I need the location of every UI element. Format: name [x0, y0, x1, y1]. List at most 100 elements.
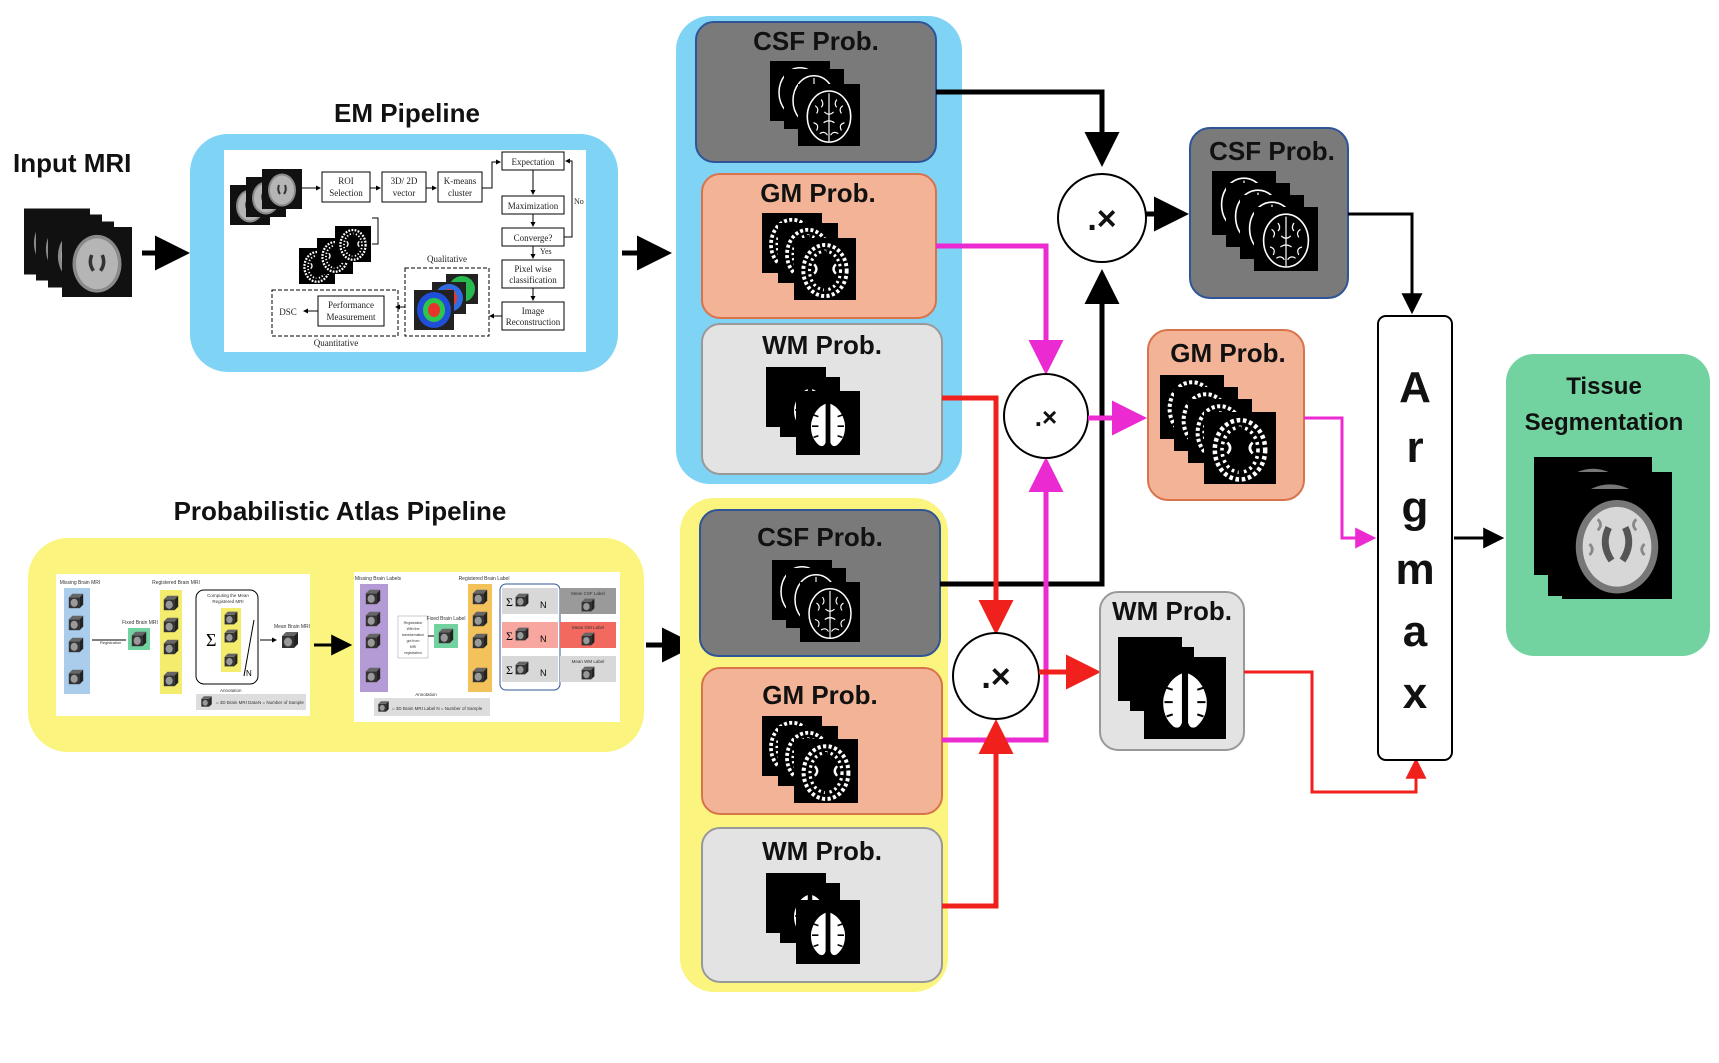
svg-text:N: N	[540, 600, 547, 610]
atlas-right-annotation-label: Annotation	[415, 692, 437, 697]
arrow-result-csf-to-argmax	[1348, 212, 1423, 315]
arrow-em-wm-to-mult	[942, 395, 1014, 635]
atlas-reg-line2: With the	[407, 627, 420, 631]
atlas-reg-line4: got from	[407, 639, 420, 643]
em-kmeans-label-1: K-means	[444, 176, 477, 186]
atlas-pipeline-title: Probabilistic Atlas Pipeline	[174, 496, 507, 526]
output-title-line1: Tissue	[1566, 373, 1642, 400]
atlas-annotation-label: Annotation	[220, 688, 242, 693]
atlas-legend2: N = Number of Sample	[258, 700, 304, 705]
atlas-reg-line1: Registration	[404, 621, 423, 625]
gm-multiply-symbol: .×	[1035, 402, 1057, 432]
em-qualitative-label: Qualitative	[427, 254, 467, 264]
em-vector-label-2: vector	[393, 188, 416, 198]
em-gm-prob-box: GM Prob.	[701, 173, 937, 319]
em-pixel-label-1: Pixel wise	[514, 264, 551, 274]
em-maximization-label: Maximization	[508, 201, 559, 211]
svg-text:Σ: Σ	[506, 595, 513, 609]
atlas-wm-prob-label: WM Prob.	[762, 836, 882, 866]
result-gm-prob-box: GM Prob.	[1147, 329, 1305, 501]
argmax-letter-m: m	[1395, 545, 1434, 594]
output-title-line2: Segmentation	[1525, 409, 1684, 436]
atlas-registered-label-label: Registered Brain Label	[459, 576, 510, 582]
arrow-result-wm-to-argmax	[1244, 670, 1427, 794]
atlas-reg-line6: registration	[404, 651, 421, 655]
arrow-result-gm-to-argmax	[1304, 416, 1377, 549]
em-pixel-label-2: classification	[509, 275, 557, 285]
em-flowchart: ROI Selection 3D/ 2D vector K-means clus…	[224, 150, 586, 352]
arrow-atlas-gm-to-mult	[942, 457, 1064, 743]
em-dsc-label: DSC	[279, 307, 297, 317]
em-converge-label: Converge?	[514, 233, 553, 243]
atlas-mri-subfigure: Missing Brain MRI Registration Fixed Bra…	[56, 574, 310, 716]
atlas-mean-csf-label: Mean CSF Label	[571, 591, 605, 596]
gm-multiply-node: .×	[1003, 373, 1089, 459]
arrow-atlas-wm-to-mult	[942, 719, 1014, 909]
em-wm-prob-box: WM Prob.	[701, 323, 943, 475]
arrow-em-gm-to-mult	[936, 243, 1064, 375]
atlas-mean-wm-label: Mean WM Label	[572, 659, 605, 664]
arrow-em-csf-to-mult	[936, 89, 1120, 167]
result-wm-prob-box: WM Prob.	[1099, 591, 1245, 751]
atlas-registration-label: Registration	[100, 640, 121, 645]
em-yes-label: Yes	[540, 247, 552, 256]
atlas-fixed-label-label: Fixed Brain Label	[427, 616, 466, 622]
atlas-registered-mri-label: Registered Brain MRI	[152, 580, 200, 586]
em-no-label: No	[574, 197, 584, 206]
em-quantitative-label: Quantitative	[314, 338, 359, 348]
atlas-missing-labels-label: Missing Brain Labels	[355, 576, 402, 582]
atlas-reg-line5: MRI	[410, 645, 416, 649]
atlas-computing-label-2: Registered MRI	[212, 599, 243, 604]
em-performance-label-2: Measurement	[327, 312, 376, 322]
wm-multiply-symbol: .×	[981, 658, 1010, 696]
svg-text:N: N	[540, 668, 547, 678]
atlas-sum-symbol: Σ	[206, 630, 216, 650]
input-mri-stack	[24, 209, 132, 298]
argmax-letter-r: r	[1406, 423, 1423, 472]
em-kmeans-label-2: cluster	[448, 188, 472, 198]
result-csf-prob-label: CSF Prob.	[1209, 136, 1335, 166]
svg-text:Σ: Σ	[506, 629, 513, 643]
result-gm-prob-label: GM Prob.	[1170, 338, 1286, 368]
csf-multiply-symbol: .×	[1087, 200, 1116, 238]
atlas-reg-line3: transformation	[402, 633, 424, 637]
em-csf-prob-label: CSF Prob.	[753, 26, 879, 56]
result-csf-prob-box: CSF Prob.	[1189, 127, 1349, 299]
csf-multiply-node: .×	[1057, 173, 1147, 263]
argmax-letter-a: A	[1399, 363, 1431, 412]
em-roi-label-1: ROI	[338, 176, 354, 186]
em-gm-prob-label: GM Prob.	[760, 178, 876, 208]
em-roi-label-2: Selection	[329, 188, 363, 198]
argmax-letter-a2: a	[1403, 607, 1428, 656]
argmax-letter-x: x	[1403, 669, 1428, 718]
em-colored-brains	[414, 274, 478, 330]
argmax-box: A r g m a x	[1377, 315, 1453, 761]
em-performance-label-1: Performance	[328, 300, 374, 310]
atlas-legend1: = 3D Brain MRI Data	[216, 700, 258, 705]
em-csf-prob-box: CSF Prob.	[695, 21, 937, 163]
em-recon-label-1: Image	[522, 306, 545, 316]
atlas-missing-mri-label: Missing Brain MRI	[60, 580, 101, 586]
wm-multiply-node: .×	[952, 632, 1040, 720]
atlas-mean-mri-label: Mean Brain MRI	[274, 624, 310, 630]
em-recon-label-2: Reconstruction	[506, 317, 561, 327]
atlas-gm-prob-box: GM Prob.	[701, 667, 943, 815]
atlas-gm-prob-label: GM Prob.	[762, 680, 878, 710]
atlas-csf-prob-box: CSF Prob.	[699, 509, 941, 657]
svg-text:Σ: Σ	[506, 663, 513, 677]
svg-text:N: N	[540, 634, 547, 644]
atlas-fixed-mri-label: Fixed Brain MRI	[122, 620, 158, 626]
atlas-right-legend: = 3D Brain MRI Label N = Number of Sampl…	[392, 706, 483, 711]
em-vector-label-1: 3D/ 2D	[391, 176, 418, 186]
atlas-computing-label-1: Computing the Mean	[207, 593, 249, 598]
atlas-wm-prob-box: WM Prob.	[701, 827, 943, 983]
atlas-csf-prob-label: CSF Prob.	[757, 522, 883, 552]
input-mri-title: Input MRI	[13, 148, 131, 178]
em-expectation-label: Expectation	[512, 157, 555, 167]
tissue-segmentation-box: Tissue Segmentation	[1506, 354, 1710, 656]
atlas-mean-gm-label: Mean GM Label	[572, 625, 604, 630]
em-wm-prob-label: WM Prob.	[762, 330, 882, 360]
atlas-label-subfigure: Missing Brain Labels Registration With t…	[354, 572, 620, 722]
atlas-n-symbol: N	[246, 669, 252, 678]
